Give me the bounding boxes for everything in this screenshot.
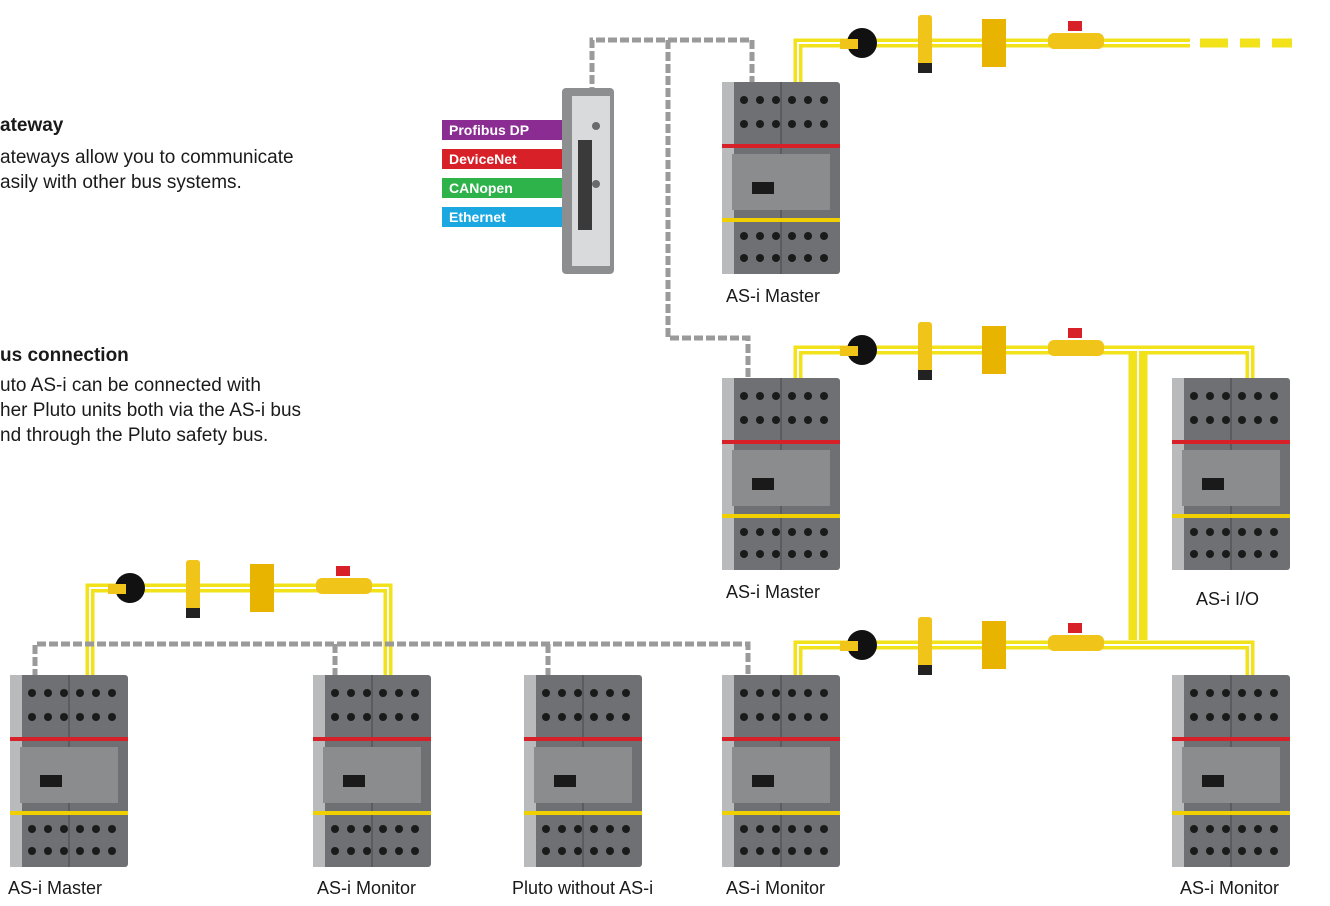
- bus-line-2: her Pluto units both via the AS-i bus: [0, 400, 302, 421]
- pluto-unit: [524, 675, 642, 867]
- label-monitor-2: AS-i Monitor: [726, 878, 826, 898]
- protocol-ethernet: Ethernet: [442, 207, 562, 227]
- label-mid-master: AS-i Master: [726, 582, 821, 602]
- protocol-devicenet: DeviceNet: [442, 149, 562, 169]
- label-top-master: AS-i Master: [726, 286, 821, 306]
- pluto-unit: [313, 675, 431, 867]
- pluto-unit: [10, 675, 128, 867]
- bus-line-1: uto AS-i can be connected with: [0, 375, 261, 396]
- gateway-line-1: ateways allow you to communicate: [0, 147, 294, 168]
- label-asi-io: AS-i I/O: [1196, 589, 1260, 609]
- gateway-module: [562, 88, 614, 274]
- pluto-unit: [1172, 378, 1290, 570]
- protocol-profibus: Profibus DP: [442, 120, 562, 140]
- device-group: [840, 617, 1104, 675]
- label-pluto-no-asi: Pluto without AS-i: [512, 878, 654, 898]
- label-left-master: AS-i Master: [8, 878, 103, 898]
- gateway-line-2: asily with other bus systems.: [0, 172, 242, 193]
- bus-devices: [108, 15, 1104, 675]
- bus-connection-description: uto AS-i can be connected with her Pluto…: [0, 373, 440, 448]
- label-monitor-3: AS-i Monitor: [1180, 878, 1280, 898]
- label-monitor-1: AS-i Monitor: [317, 878, 417, 898]
- gateway-heading: ateway: [0, 115, 64, 136]
- pluto-units: [10, 82, 1290, 867]
- pluto-unit: [1172, 675, 1290, 867]
- pluto-unit: [722, 82, 840, 274]
- protocol-canopen: CANopen: [442, 178, 562, 198]
- device-group: [108, 560, 372, 618]
- gateway-description: ateways allow you to communicate asily w…: [0, 145, 440, 195]
- device-group: [840, 322, 1104, 380]
- pluto-unit: [722, 675, 840, 867]
- bus-connection-heading: us connection: [0, 345, 129, 366]
- pluto-unit: [722, 378, 840, 570]
- device-group: [840, 15, 1104, 73]
- bus-line-3: nd through the Pluto safety bus.: [0, 425, 269, 446]
